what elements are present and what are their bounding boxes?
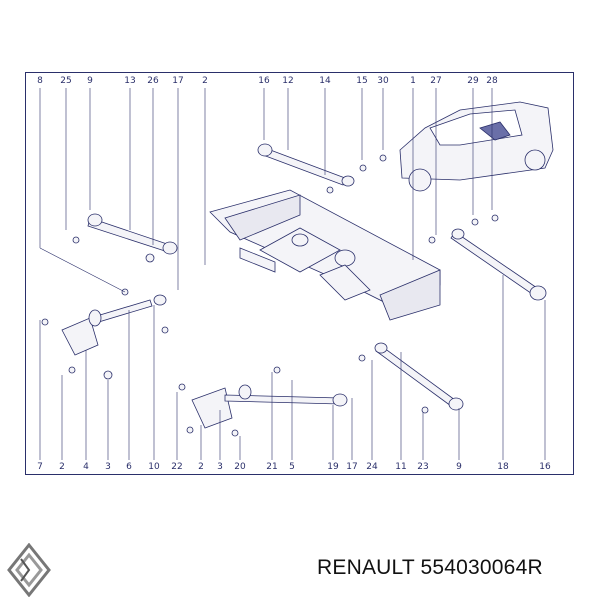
- callout-label: 2: [202, 76, 208, 86]
- callout-label: 23: [417, 462, 429, 472]
- callout-label: 1: [410, 76, 416, 86]
- leader-lines: [39, 88, 546, 460]
- callout-label: 4: [83, 462, 89, 472]
- callout-label: 9: [456, 462, 462, 472]
- callout-label: 9: [87, 76, 93, 86]
- left-bracket: [41, 288, 169, 380]
- rod-upper-center: [257, 143, 387, 194]
- diagram-frame: [25, 72, 574, 475]
- callout-label: 13: [124, 76, 136, 86]
- callout-label: 30: [377, 76, 389, 86]
- callout-label: 3: [105, 462, 111, 472]
- callout-label: 15: [356, 76, 368, 86]
- part-number: 554030064R: [420, 556, 543, 579]
- callout-label: 27: [430, 76, 442, 86]
- callout-label: 6: [126, 462, 132, 472]
- upper-left-arm: [72, 213, 178, 263]
- callout-label: 7: [37, 462, 43, 472]
- callout-label: 14: [319, 76, 331, 86]
- callout-label: 25: [60, 76, 72, 86]
- callout-label: 24: [366, 462, 378, 472]
- callout-label: 21: [266, 462, 278, 472]
- brand-part-number: RENAULT 554030064R: [317, 556, 543, 580]
- callout-label: 16: [258, 76, 270, 86]
- vehicle-illustration: [399, 101, 554, 192]
- brand-name: RENAULT: [317, 556, 415, 579]
- callout-label: 22: [171, 462, 183, 472]
- callout-label: 29: [467, 76, 479, 86]
- callout-label: 26: [147, 76, 159, 86]
- callout-label: 28: [486, 76, 498, 86]
- callout-label: 10: [148, 462, 160, 472]
- right-trailing-arm: [428, 214, 547, 301]
- callout-label: 2: [59, 462, 65, 472]
- callout-label: 17: [172, 76, 184, 86]
- callout-label: 12: [282, 76, 294, 86]
- callout-label: 8: [37, 76, 43, 86]
- rear-subframe: [209, 189, 441, 321]
- center-bracket: [178, 366, 348, 437]
- callout-label: 18: [497, 462, 509, 472]
- lower-right-rod: [358, 342, 464, 414]
- renault-logo-icon: [7, 543, 51, 597]
- callout-label: 11: [395, 462, 407, 472]
- callout-label: 2: [198, 462, 204, 472]
- callout-label: 16: [539, 462, 551, 472]
- callout-label: 5: [289, 462, 295, 472]
- callout-label: 20: [234, 462, 246, 472]
- callout-label: 17: [346, 462, 358, 472]
- callout-label: 3: [217, 462, 223, 472]
- callout-label: 19: [327, 462, 339, 472]
